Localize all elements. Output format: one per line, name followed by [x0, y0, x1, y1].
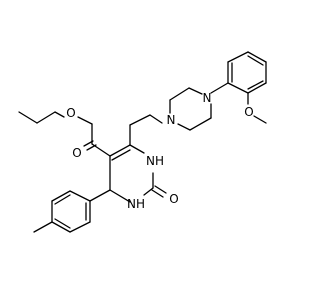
- double-bond-part: [247, 80, 264, 90]
- double-bond-part: [54, 218, 71, 229]
- bond: [51, 221, 71, 233]
- bond: [189, 117, 212, 131]
- bond: [143, 187, 154, 196]
- bond: [227, 82, 249, 94]
- bond: [188, 87, 203, 95]
- bond: [253, 115, 267, 124]
- double-bond-part: [154, 185, 167, 194]
- molecule-canvas: O O N N O NH NH O: [18, 51, 267, 233]
- bond: [109, 189, 131, 203]
- bond: [69, 221, 91, 233]
- atom-label-n-piperazine-bottom: N: [167, 113, 176, 127]
- atom-label-o-carbonyl: O: [72, 146, 81, 160]
- bond: [149, 114, 163, 124]
- bond: [210, 82, 229, 94]
- structure-drawing: O O N N O NH NH O: [18, 51, 267, 233]
- bond: [169, 87, 190, 101]
- bond: [247, 82, 267, 94]
- bond: [77, 116, 93, 125]
- bond: [33, 221, 53, 233]
- double-bond-part: [83, 140, 94, 147]
- atom-label-nh-lower: NH: [127, 197, 145, 211]
- bond: [91, 143, 111, 157]
- bond: [109, 144, 131, 157]
- bond: [129, 114, 151, 126]
- atom-label-o-urea: O: [169, 192, 178, 206]
- double-bond-part: [247, 55, 264, 66]
- atom-label-layer: O O N N O NH NH O: [66, 91, 253, 211]
- double-bond-part: [151, 189, 164, 198]
- double-bond-part: [54, 194, 71, 205]
- bond: [69, 190, 91, 202]
- atom-label-n-piperazine-top: N: [203, 91, 212, 105]
- bond: [18, 111, 38, 124]
- bond: [227, 51, 249, 63]
- atom-label-o-ester: O: [66, 106, 75, 120]
- bond: [177, 123, 191, 131]
- atom-label-nh-upper: NH: [146, 154, 164, 168]
- bond: [54, 111, 65, 118]
- double-bond-part: [111, 149, 131, 161]
- bond: [89, 189, 111, 202]
- bond: [51, 190, 71, 202]
- bond: [129, 144, 145, 154]
- atom-label-o-methoxy: O: [244, 105, 253, 119]
- bond-layer: [18, 51, 267, 233]
- bond: [247, 51, 267, 63]
- bond: [36, 111, 56, 124]
